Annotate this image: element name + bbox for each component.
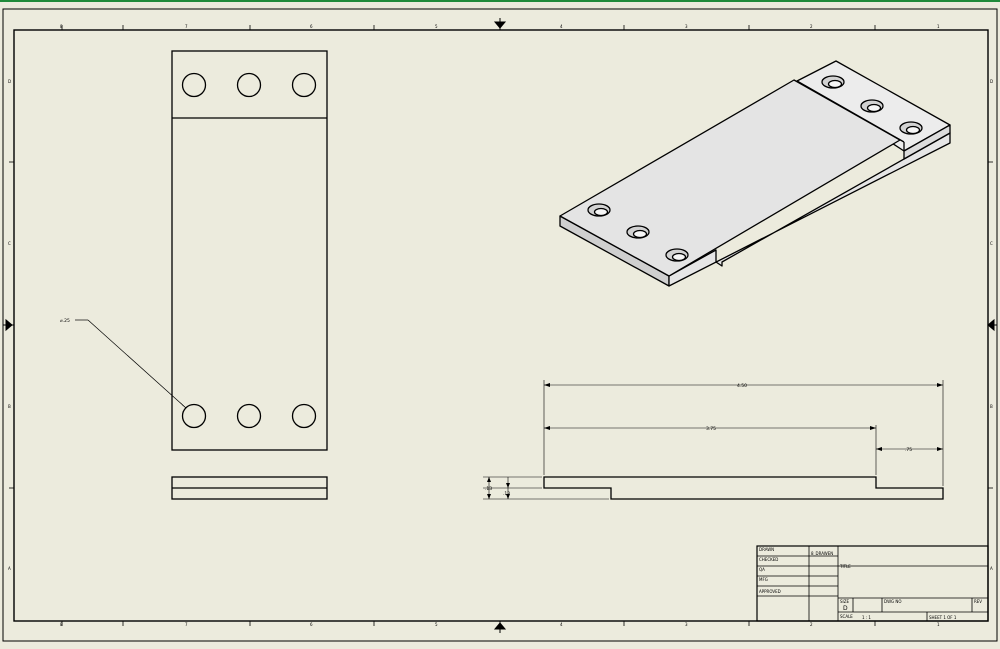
zone-label-left: C bbox=[8, 241, 11, 246]
zone-label-top: 1 bbox=[937, 24, 940, 29]
dimension-texts: 4.50 3.75 .75 .13 .13 bbox=[485, 383, 912, 497]
zone-label-top: 7 bbox=[185, 24, 188, 29]
zone-label-right: A bbox=[990, 566, 993, 571]
dimension-overall-length: 4.50 bbox=[737, 383, 747, 389]
front-view[interactable] bbox=[171, 476, 328, 500]
center-arrow-icon bbox=[493, 622, 507, 630]
zone-label-bottom: 3 bbox=[685, 622, 688, 627]
zone-label-bottom: 6 bbox=[310, 622, 313, 627]
zone-label-right: C bbox=[990, 241, 993, 246]
tb-title: TITLE bbox=[839, 564, 851, 569]
isometric-view[interactable] bbox=[559, 60, 951, 287]
center-arrow-icon bbox=[987, 318, 995, 332]
tb-size-value: D bbox=[843, 605, 848, 612]
title-block bbox=[756, 545, 989, 622]
tb-dwg-no: DWG NO bbox=[884, 599, 902, 604]
dimension-arrows bbox=[487, 383, 943, 499]
hole-callout[interactable]: ⌀.25 bbox=[60, 318, 187, 409]
center-arrow-icon bbox=[5, 318, 13, 332]
zone-label-top: 2 bbox=[810, 24, 813, 29]
tb-approved: APPROVED bbox=[759, 589, 781, 594]
hole bbox=[181, 403, 207, 429]
zone-labels: 8 7 6 5 4 3 2 1 8 7 6 5 4 3 2 1 D C B A … bbox=[8, 24, 993, 627]
tb-checked: CHECKED bbox=[759, 557, 778, 562]
zone-label-bottom: 1 bbox=[937, 622, 940, 627]
tb-scale-value: 1 : 1 bbox=[862, 615, 871, 620]
zone-label-bottom: 5 bbox=[435, 622, 438, 627]
tb-drawn-by: 8_DRAWEN bbox=[811, 551, 833, 556]
zone-label-top: 4 bbox=[560, 24, 563, 29]
center-arrow-icon bbox=[493, 21, 507, 29]
tb-size-label: SIZE bbox=[840, 599, 849, 604]
hole-callout-text: ⌀.25 bbox=[60, 318, 70, 324]
dimension-inner-length: 3.75 bbox=[706, 426, 716, 432]
centering-marks bbox=[3, 18, 997, 633]
zone-label-right: D bbox=[990, 79, 993, 84]
tb-sheet: SHEET 1 OF 1 bbox=[929, 615, 957, 620]
zone-label-top: 3 bbox=[685, 24, 688, 29]
tb-qa: QA bbox=[759, 567, 765, 572]
dimension-thickness-bottom: .13 bbox=[503, 491, 510, 497]
zone-label-bottom: 4 bbox=[560, 622, 563, 627]
tb-rev: REV bbox=[974, 599, 982, 604]
tb-drawn: DRAWN bbox=[759, 547, 774, 552]
title-block-text: DRAWN 8_DRAWEN CHECKED QA MFG APPROVED T… bbox=[759, 547, 982, 620]
tb-scale-label: SCALE bbox=[840, 614, 853, 619]
dimension-lines bbox=[483, 380, 944, 500]
zone-label-top: 5 bbox=[435, 24, 438, 29]
zone-label-top: 8 bbox=[60, 24, 63, 29]
hole bbox=[236, 403, 262, 429]
zone-label-left: B bbox=[8, 404, 11, 409]
zone-label-right: B bbox=[990, 404, 993, 409]
zone-label-bottom: 8 bbox=[60, 622, 63, 627]
top-view[interactable] bbox=[171, 50, 328, 451]
hole bbox=[236, 72, 262, 98]
side-view[interactable] bbox=[543, 476, 944, 500]
zone-label-bottom: 2 bbox=[810, 622, 813, 627]
dimension-step-length: .75 bbox=[905, 447, 912, 453]
hole bbox=[291, 72, 317, 98]
tb-mfg: MFG bbox=[759, 577, 768, 582]
zone-label-left: A bbox=[8, 566, 11, 571]
zone-label-bottom: 7 bbox=[185, 622, 188, 627]
zone-label-top: 6 bbox=[310, 24, 313, 29]
window-accent-bar bbox=[0, 0, 1000, 2]
zone-ticks bbox=[9, 25, 993, 626]
hole bbox=[181, 72, 207, 98]
hole bbox=[291, 403, 317, 429]
dimension-thickness-top: .13 bbox=[485, 486, 492, 492]
zone-label-left: D bbox=[8, 79, 11, 84]
